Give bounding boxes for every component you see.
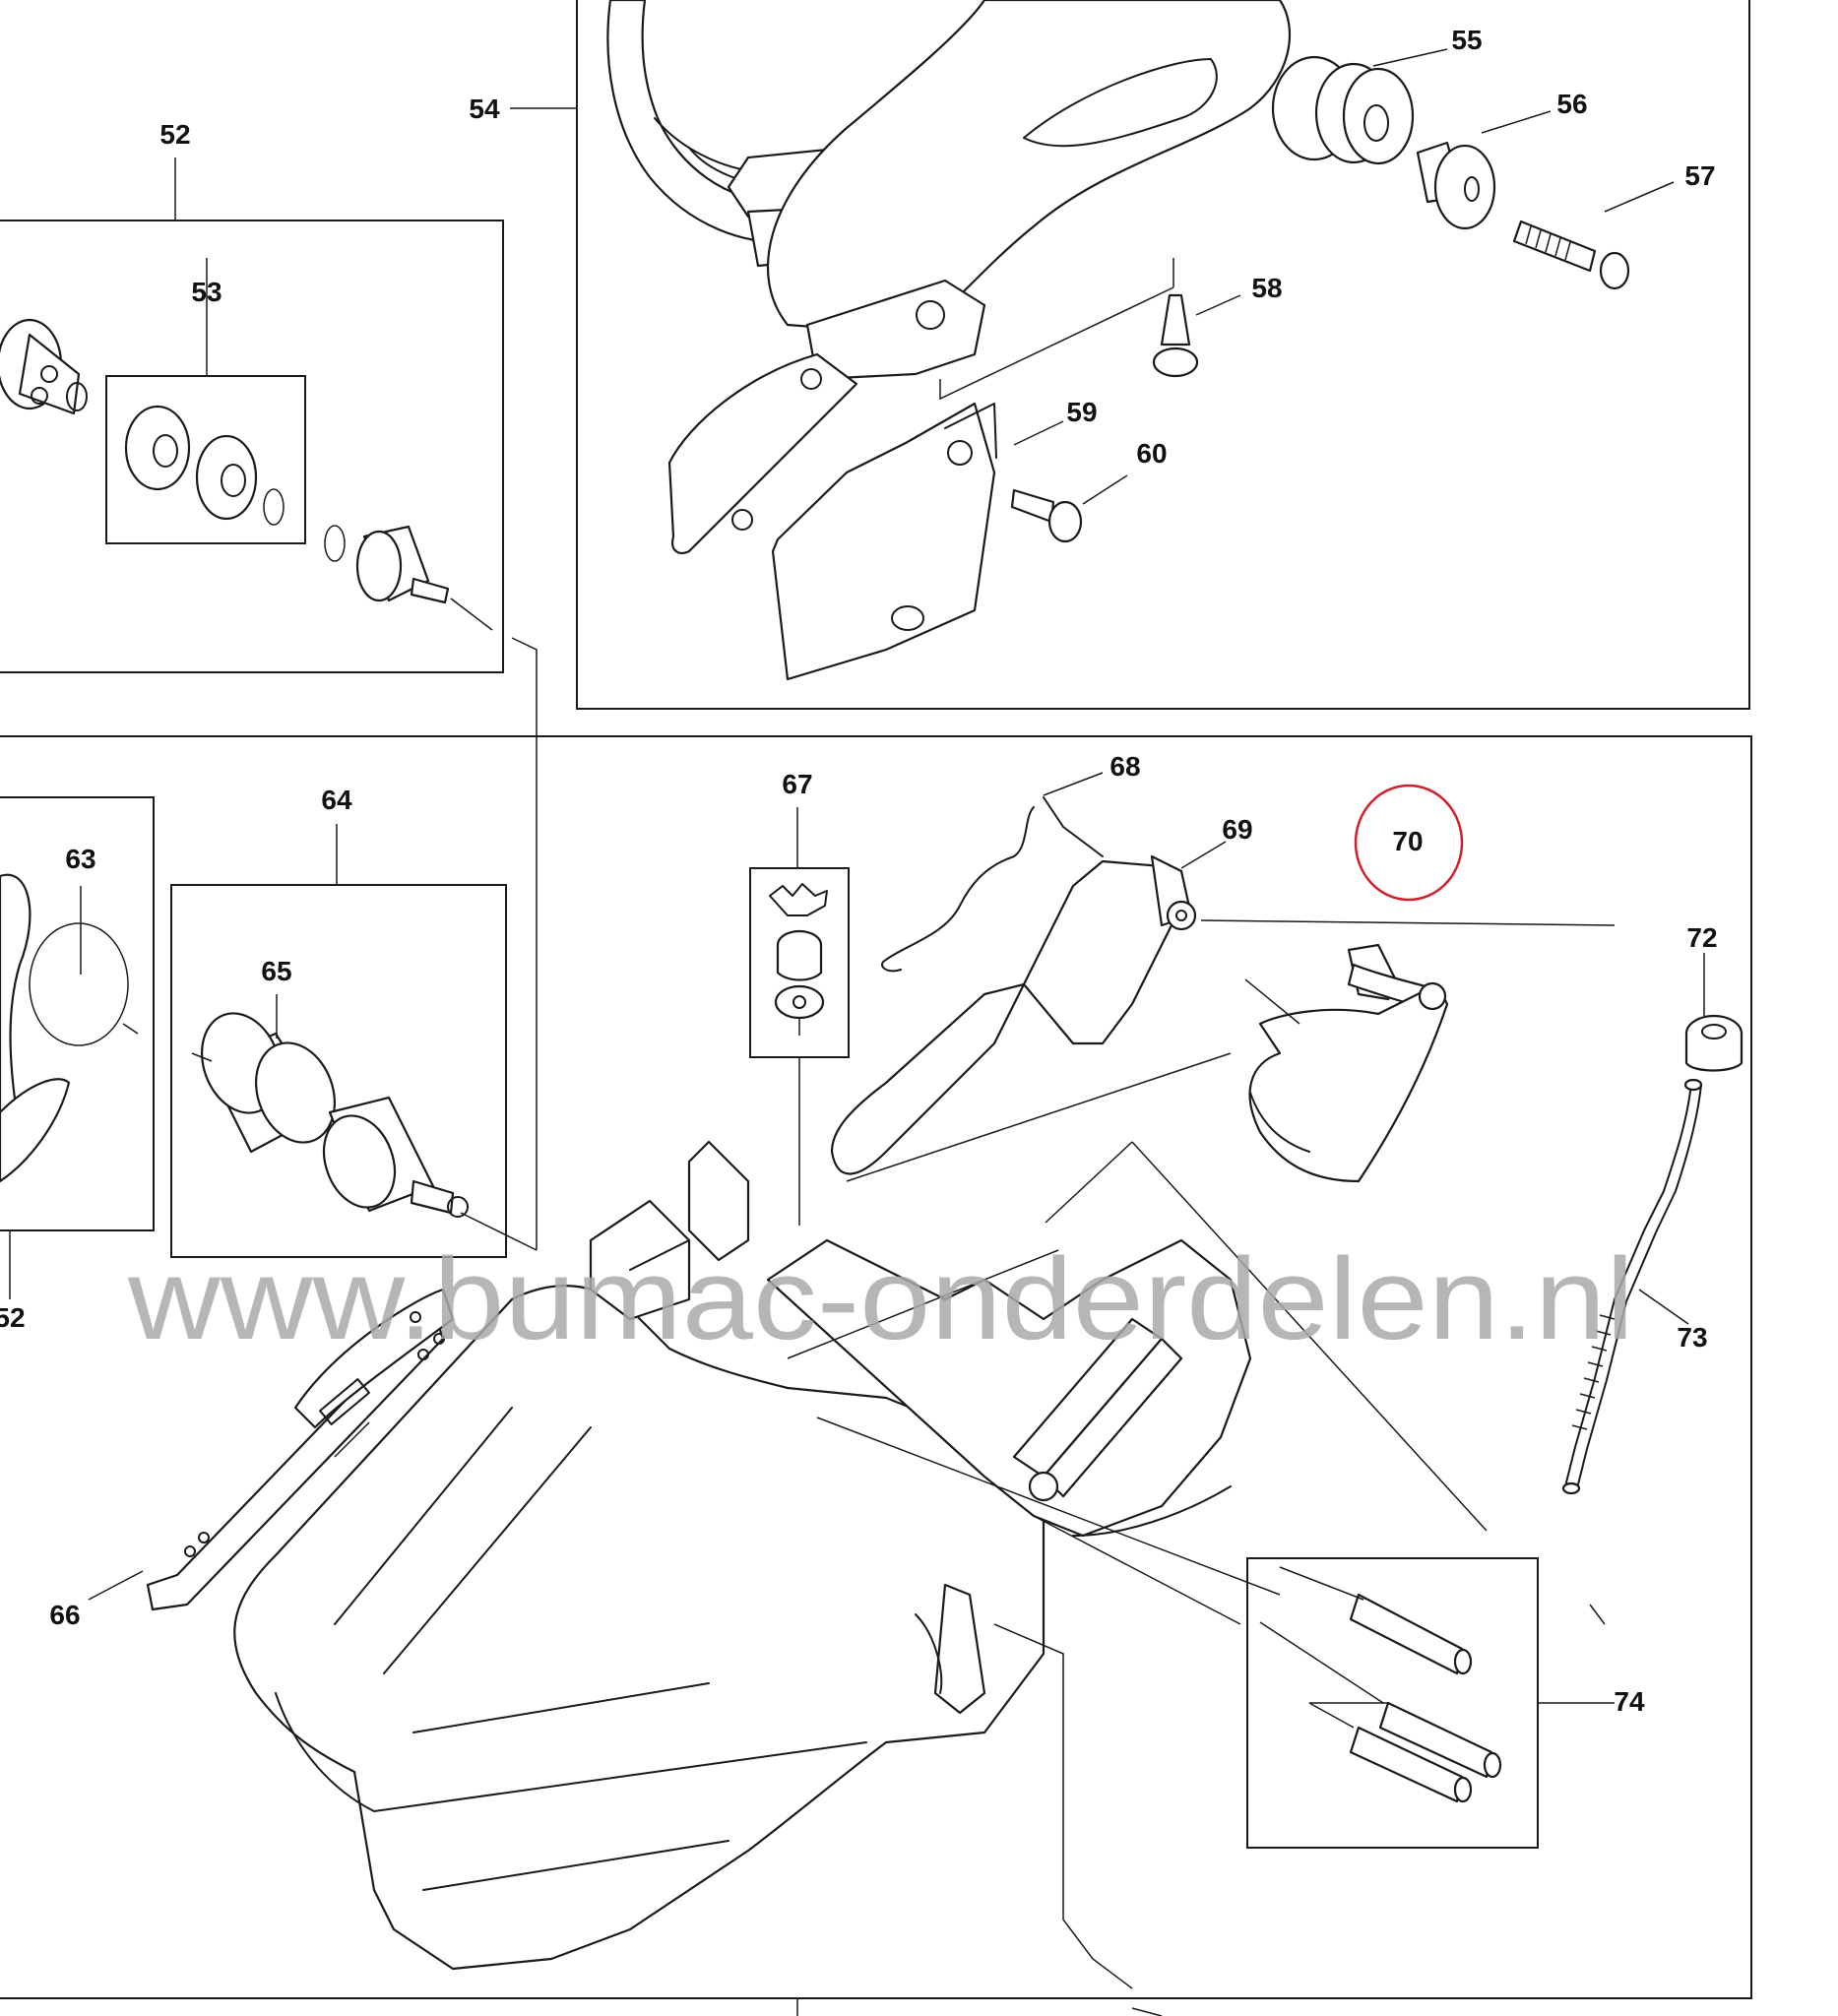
label-67: 67 — [782, 769, 812, 799]
label-58: 58 — [1251, 273, 1282, 303]
label-52: 52 — [159, 119, 190, 150]
part-labels: 52 53 54 55 56 57 58 59 60 63 64 65 66 6… — [0, 25, 1718, 1717]
label-70: 70 — [1392, 826, 1423, 856]
label-74: 74 — [1614, 1686, 1645, 1717]
part-56-washer — [1416, 141, 1496, 230]
part-53-rings — [124, 405, 285, 526]
label-63: 63 — [65, 844, 95, 874]
label-68: 68 — [1109, 751, 1140, 782]
part-57-screw — [1512, 220, 1630, 290]
label-73: 73 — [1677, 1322, 1707, 1353]
label-72: 72 — [1686, 922, 1717, 953]
part-58-screw — [1152, 293, 1199, 378]
label-55: 55 — [1451, 25, 1482, 55]
part-69-throttle-lever — [830, 854, 1616, 1175]
part-70-highlight-circle — [1354, 784, 1464, 902]
label-64: 64 — [321, 785, 352, 815]
part-55-rubber-buffer — [1271, 55, 1415, 165]
rear-handle-housing — [233, 1140, 1488, 1989]
label-69: 69 — [1222, 814, 1252, 845]
label-56: 56 — [1556, 89, 1587, 119]
leader-lines — [9, 48, 1705, 2016]
group-box-54 — [576, 0, 1750, 710]
group-box-67 — [749, 867, 850, 1058]
label-54: 54 — [469, 94, 500, 124]
label-52-lower: 52 — [0, 1302, 26, 1333]
group-box-74 — [1246, 1557, 1539, 1849]
part-72-grommet — [1684, 1014, 1743, 1072]
part-70-throttle-lock — [846, 943, 1606, 1625]
group-box-63 — [0, 796, 155, 1231]
part-74-pins — [1259, 1566, 1502, 1803]
part-60-screw — [1010, 488, 1083, 543]
part-66-plate — [146, 1288, 455, 1611]
part-68-spring — [881, 796, 1104, 973]
group-box-52 — [0, 220, 504, 673]
group-box-main — [0, 735, 1752, 1999]
part-73-cable — [1561, 1078, 1703, 1495]
part-52-damper-assembly — [0, 318, 88, 415]
group-box-53 — [105, 375, 306, 544]
label-65: 65 — [261, 956, 291, 986]
label-60: 60 — [1136, 438, 1167, 469]
group-box-64 — [170, 884, 507, 1258]
part-52-damper-pin — [324, 525, 538, 1250]
part-54-front-handle — [606, 0, 1292, 681]
part-65-sleeves — [191, 1012, 538, 1251]
label-53: 53 — [191, 277, 222, 307]
part-63-oring-and-cover — [0, 873, 139, 1183]
watermark-text: www.bumac-onderdelen.nl — [127, 1234, 1634, 1364]
label-57: 57 — [1684, 160, 1715, 191]
label-66: 66 — [49, 1600, 80, 1630]
label-59: 59 — [1066, 397, 1097, 427]
part-67-spring-set — [769, 883, 828, 1226]
